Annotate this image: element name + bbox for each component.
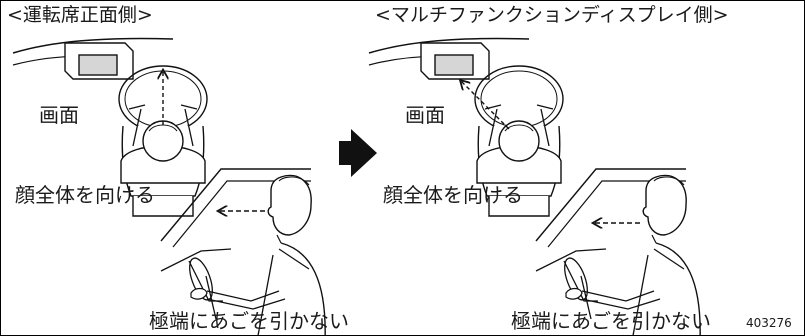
- left-caption-face: 顔全体を向ける: [15, 183, 155, 207]
- left-heading: <運転席正面側>: [7, 4, 153, 26]
- right-caption-face: 顔全体を向ける: [383, 183, 523, 207]
- left-topview-illustration: [12, 37, 208, 217]
- right-gaze-arrow: [461, 81, 510, 130]
- figure-code: 403276: [746, 316, 792, 330]
- right-heading: <マルチファンクションディスプレイ側>: [375, 4, 729, 26]
- right-caption-chin: 極端にあごを引かない: [511, 309, 711, 333]
- right-screen-label: 画面: [405, 103, 445, 127]
- left-screen-label: 画面: [39, 103, 79, 127]
- left-caption-chin: 極端にあごを引かない: [149, 309, 349, 333]
- transition-arrow-icon: [339, 129, 377, 177]
- right-topview-illustration: [368, 37, 564, 217]
